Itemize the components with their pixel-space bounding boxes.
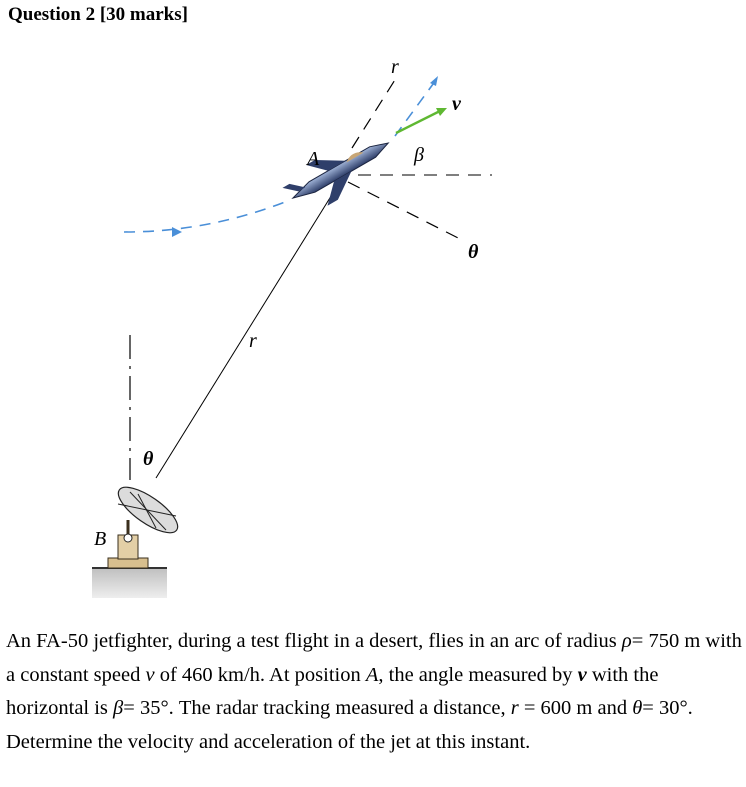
jet-radar-figure: r v A β θ r θ B (92, 56, 492, 598)
ground (92, 568, 167, 598)
flight-path-arrowhead (172, 227, 182, 237)
label-theta-bottom: θ (143, 448, 154, 470)
theta-direction-line (347, 181, 463, 241)
flight-path-arc (123, 199, 291, 233)
radial-line-r (155, 192, 334, 479)
label-r-mid: r (249, 330, 257, 352)
label-A: A (305, 148, 320, 170)
label-r-top: r (391, 56, 399, 78)
label-B: B (94, 528, 106, 550)
label-theta-right: θ (468, 241, 479, 263)
label-v: v (452, 93, 462, 115)
tangent-arrowhead (430, 76, 438, 86)
r-direction-line (351, 74, 399, 149)
velocity-arrowhead (436, 108, 447, 116)
problem-statement: An FA-50 jetfighter, during a test fligh… (6, 630, 742, 753)
tangent-line (394, 79, 437, 137)
label-beta: β (413, 144, 424, 166)
jet-icon (282, 142, 390, 206)
radar-dish-icon (107, 486, 179, 569)
question-heading: Question 2 [30 marks] (8, 4, 188, 25)
velocity-vector (395, 109, 441, 135)
